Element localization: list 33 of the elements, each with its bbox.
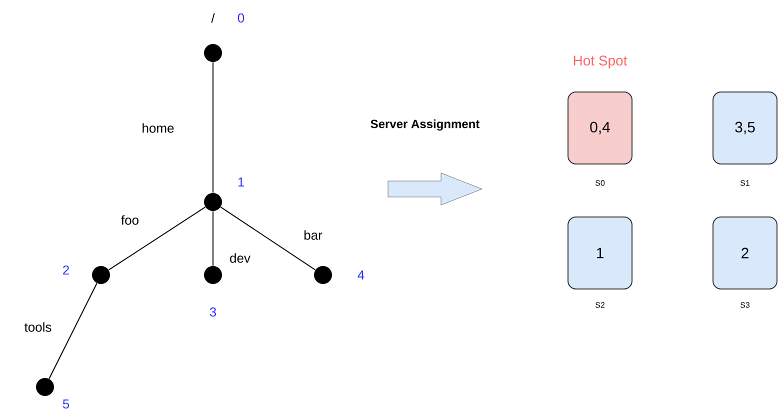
node-number: 4 (358, 270, 364, 280)
edge-label: bar (304, 230, 322, 240)
node-number: 3 (210, 307, 216, 317)
tree-edge (212, 62, 214, 194)
server-name: S2 (595, 302, 604, 308)
tree-edge (108, 206, 206, 270)
node-name: / (211, 13, 215, 23)
node-number: 2 (63, 265, 69, 275)
tree-edge (212, 210, 214, 266)
tree-node (92, 266, 110, 284)
edge-label: dev (230, 253, 250, 263)
server-box: 1 (568, 216, 632, 290)
server-box: 2 (712, 216, 778, 290)
edge-label: tools (24, 322, 52, 332)
server-name: S0 (595, 180, 605, 186)
node-number: 5 (62, 399, 70, 409)
tree-node (204, 44, 222, 62)
server-name: S3 (740, 302, 750, 308)
tree-node (36, 378, 54, 396)
node-number: 1 (238, 178, 244, 186)
server-name: S1 (740, 180, 750, 186)
tree-edge (220, 206, 316, 270)
tree-node (314, 266, 332, 284)
heading: Server Assignment (370, 119, 480, 131)
tree-edge (48, 282, 98, 380)
server-box: 3,5 (712, 92, 778, 164)
tree-node (204, 266, 222, 284)
edge-label: foo (121, 215, 138, 225)
tree-node (204, 193, 222, 211)
hot-spot-label: Hot Spot (574, 56, 628, 68)
edge-label: home (142, 123, 174, 133)
node-number: 0 (238, 13, 244, 23)
server-box: 0,4 (568, 92, 632, 164)
